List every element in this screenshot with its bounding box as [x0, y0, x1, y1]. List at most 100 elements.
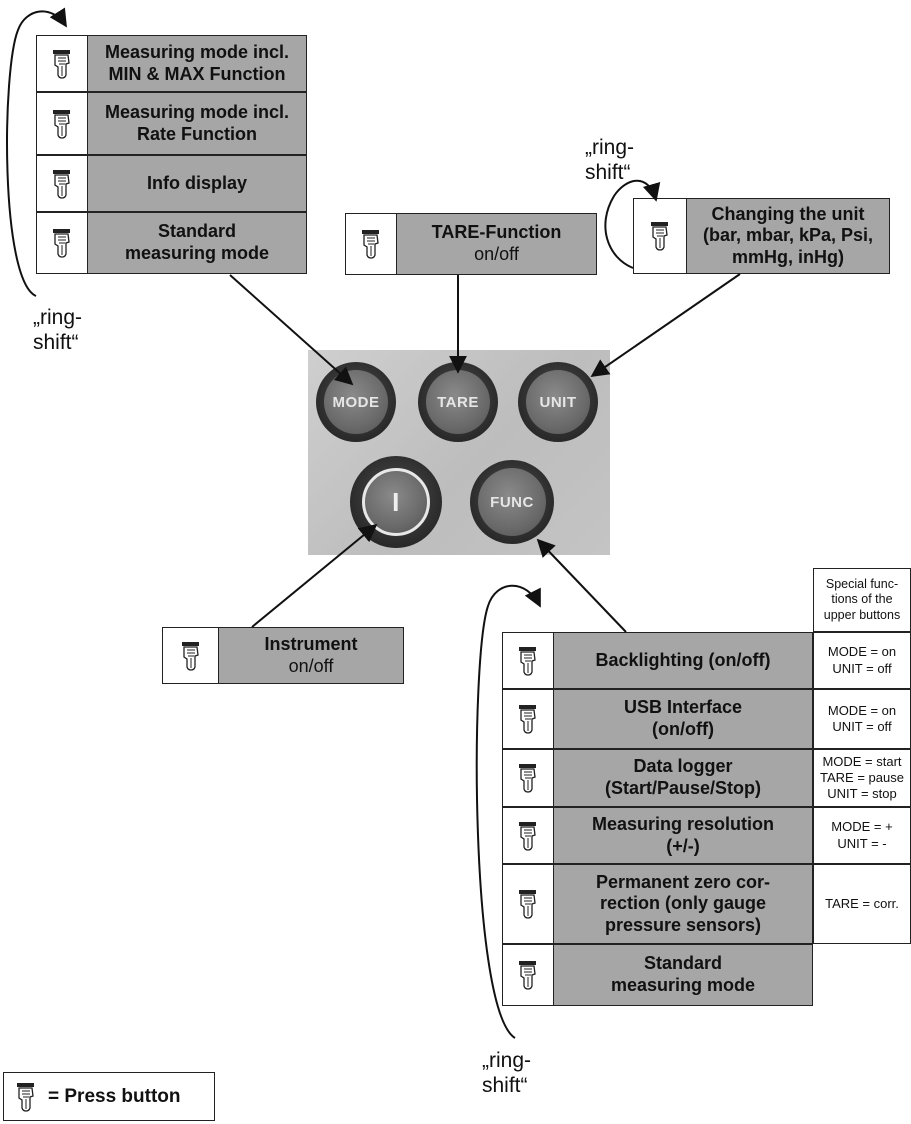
func-button[interactable]: FUNC [470, 460, 554, 544]
func-button-label: FUNC [478, 468, 546, 536]
power-icon: I [392, 486, 400, 517]
press-icon-cell [634, 199, 687, 273]
legend-box: = Press button [3, 1072, 215, 1121]
side-line2: UNIT = off [832, 719, 892, 734]
tare-button[interactable]: TARE [418, 362, 498, 442]
instrument-label-line2: on/off [288, 655, 334, 676]
header-line1: Special func- [825, 576, 899, 591]
menu-label-line1: Info display [146, 172, 247, 193]
unit-button[interactable]: UNIT [518, 362, 598, 442]
ring-shift-line2: shift“ [585, 161, 631, 185]
func-label-line2: rection (only gauge [599, 893, 767, 914]
ring-shift-line2: shift“ [482, 1074, 528, 1098]
side-line2: TARE = pause [820, 769, 904, 785]
ring-shift-line1: „ring- [482, 1049, 532, 1072]
tare-button-label: TARE [426, 370, 490, 434]
side-line2: UNIT = off [832, 660, 892, 676]
mode-menu-item-info[interactable]: Info display [36, 155, 307, 212]
side-line1: MODE = on [827, 644, 897, 660]
func-label-line2: (+/-) [666, 835, 700, 856]
unit-label-line3: mmHg, inHg) [732, 246, 844, 267]
func-menu-item-usb[interactable]: USB Interface(on/off) [502, 689, 813, 749]
mode-menu-item-min-max[interactable]: Measuring mode incl.MIN & MAX Function [36, 35, 307, 92]
func-ring-shift-label: „ring- shift“ [482, 1048, 531, 1098]
press-icon-cell [163, 628, 219, 683]
menu-label-line2: MIN & MAX Function [108, 63, 286, 84]
special-function-cell: TARE = corr. [813, 864, 911, 944]
unit-change-box[interactable]: Changing the unit(bar, mbar, kPa, Psi,mm… [633, 198, 890, 274]
press-icon-cell [37, 213, 88, 273]
func-menu-item-backlighting[interactable]: Backlighting (on/off) [502, 632, 813, 689]
ring-shift-line2: shift“ [33, 331, 79, 355]
func-label-line1: Data logger [633, 756, 733, 777]
legend-label: = Press button [48, 1085, 181, 1107]
ring-shift-loop [6, 7, 67, 297]
side-line3: UNIT = stop [827, 786, 897, 802]
func-label-line1: USB Interface [623, 697, 743, 718]
power-button[interactable]: I [350, 456, 442, 548]
func-label-line1: Backlighting (on/off) [595, 649, 771, 670]
press-icon-cell [503, 633, 554, 688]
press-icon-cell [37, 156, 88, 211]
mode-menu-item-rate[interactable]: Measuring mode incl.Rate Function [36, 92, 307, 155]
side-line1: MODE = on [827, 702, 897, 718]
instrument-label-line1: Instrument [264, 633, 358, 654]
func-label-line2: measuring mode [610, 975, 756, 995]
press-icon-cell [37, 93, 88, 154]
arrow-to-func [536, 538, 627, 633]
ring-shift-label: „ring- shift“ [33, 305, 82, 355]
func-label-line1: Permanent zero cor- [595, 871, 771, 892]
press-icon-cell [503, 690, 554, 748]
press-icon-cell [503, 865, 554, 943]
arrow-to-unit [590, 273, 741, 378]
side-line1: MODE = start [822, 753, 902, 769]
func-menu-item-data-logger[interactable]: Data logger(Start/Pause/Stop) [502, 749, 813, 807]
press-icon-cell [503, 808, 554, 863]
unit-ring-shift-label: „ring- shift“ [585, 135, 634, 185]
special-function-cell: MODE = +UNIT = - [813, 807, 911, 864]
press-icon-cell [37, 36, 88, 91]
unit-button-label: UNIT [526, 370, 590, 434]
func-menu-item-resolution[interactable]: Measuring resolution(+/-) [502, 807, 813, 864]
side-line1: TARE = corr. [825, 895, 899, 911]
func-label-line2: (on/off) [652, 719, 714, 739]
func-label-line2: (Start/Pause/Stop) [604, 778, 762, 798]
menu-label-line1: Measuring mode incl. [104, 41, 290, 62]
press-icon-cell [503, 750, 554, 806]
press-icon-cell [503, 945, 554, 1005]
side-line1: MODE = + [831, 819, 893, 835]
tare-label-line2: on/off [474, 244, 519, 264]
arrow-to-mode [229, 274, 354, 386]
func-label-line1: Measuring resolution [591, 813, 775, 834]
header-line2: tions of the [831, 592, 893, 607]
ring-shift-line1: „ring- [585, 136, 635, 159]
mode-button[interactable]: MODE [316, 362, 396, 442]
ring-shift-loop [604, 179, 661, 269]
arrow-to-power [251, 523, 378, 628]
ring-shift-loop [475, 584, 541, 1039]
func-label-line3: pressure sensors) [604, 914, 762, 935]
ring-shift-line1: „ring- [33, 306, 83, 329]
unit-label-line1: Changing the unit [711, 203, 865, 224]
tare-label-line1: TARE-Function [431, 222, 562, 243]
keypad-photo: MODE TARE UNIT I FUNC [308, 350, 610, 555]
menu-label-line1: Measuring mode incl. [104, 101, 290, 122]
menu-label-line2: Rate Function [136, 123, 257, 144]
header-line3: upper buttons [823, 607, 901, 622]
func-label-line1: Standard [643, 953, 722, 974]
menu-label-line2: measuring mode [124, 243, 270, 263]
side-line2: UNIT = - [837, 835, 887, 851]
menu-label-line1: Standard [157, 221, 236, 242]
unit-label-line2: (bar, mbar, kPa, Psi, [702, 225, 874, 246]
press-icon-cell [346, 214, 397, 274]
